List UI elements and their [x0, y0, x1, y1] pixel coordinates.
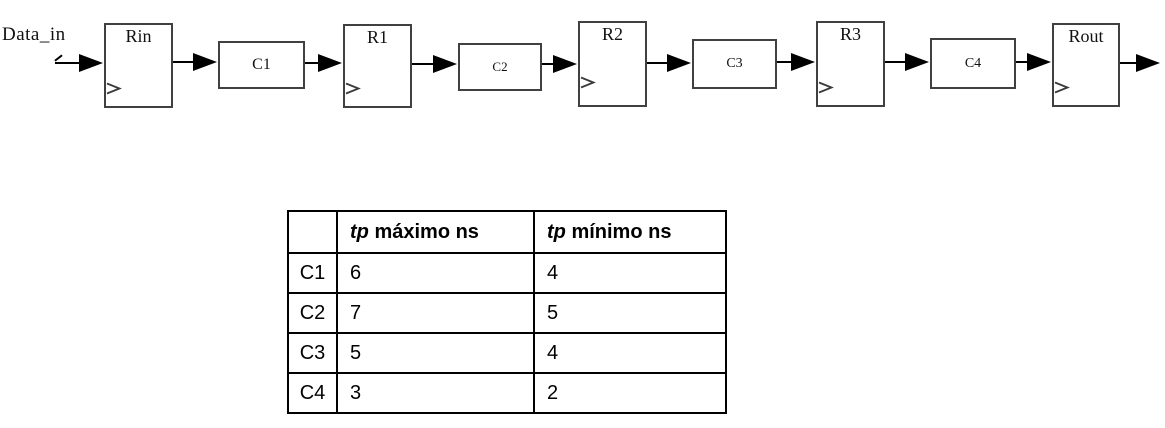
arrow-shaft [1120, 62, 1140, 64]
arrowhead-icon [905, 53, 929, 71]
arrow-c2-to-r2 [542, 54, 577, 74]
arrow-rout-output [1120, 53, 1160, 73]
arrow-shaft [1016, 61, 1031, 63]
tp-symbol: tp [547, 220, 566, 243]
tp-max-value: 7 [336, 292, 535, 334]
arrow-r2-to-c3 [647, 53, 691, 73]
arrow-r3-to-c4 [885, 52, 929, 72]
clock-input-icon [345, 82, 361, 95]
arrow-c4-to-rout [1016, 52, 1051, 72]
comb-block-c4: C4 [930, 38, 1016, 89]
comb-block-c3-label: C3 [726, 56, 743, 71]
comb-block-c2: C2 [458, 43, 542, 91]
register-r1-label: R1 [366, 27, 388, 47]
arrow-shaft [412, 63, 437, 65]
arrowhead-icon [791, 53, 815, 71]
tp-min-value: 4 [533, 252, 727, 294]
clock-input-icon [1054, 81, 1070, 94]
register-r1: R1 [343, 24, 412, 108]
header-tp-min-text: mínimo ns [565, 220, 672, 243]
tp-symbol: tp [350, 220, 369, 243]
arrow-rin-to-c1 [173, 52, 217, 72]
comb-block-c1: C1 [218, 41, 305, 89]
arrow-c3-to-r3 [777, 52, 815, 72]
arrow-shaft [173, 61, 197, 63]
arrowhead-icon [1136, 54, 1160, 72]
header-tp-max-text: máximo ns [368, 220, 479, 243]
arrowhead-icon [318, 54, 342, 72]
register-r3: R3 [816, 21, 885, 107]
tp-min-value: 5 [533, 292, 727, 334]
register-rin-label: Rin [125, 26, 152, 46]
register-rout-label: Rout [1068, 26, 1104, 46]
clock-input-icon [818, 81, 834, 94]
header-corner-cell [287, 210, 338, 254]
register-r2-label: R2 [601, 24, 623, 44]
arrowhead-icon [667, 54, 691, 72]
comb-block-c3: C3 [692, 39, 777, 89]
arrow-shaft [647, 62, 671, 64]
arrow-shaft [777, 61, 795, 63]
arrow-datain-to-rin [54, 53, 103, 73]
arrowhead-icon [553, 55, 577, 73]
comb-block-c2-label: C2 [492, 59, 508, 74]
clock-input-icon [580, 76, 596, 89]
tp-max-value: 5 [336, 332, 535, 374]
comb-block-c1-label: C1 [252, 56, 271, 73]
arrow-shaft [55, 62, 83, 64]
tp-max-value: 6 [336, 252, 535, 294]
arrowhead-icon [433, 55, 457, 73]
propagation-delay-table: tp máximo ns tp mínimo ns C1 6 4 C2 7 5 … [287, 210, 727, 414]
row-block-label: C3 [287, 332, 338, 374]
table-row: C3 5 4 [287, 332, 727, 374]
table-row: C4 3 2 [287, 372, 727, 414]
arrowhead-icon [193, 53, 217, 71]
register-r3-label: R3 [839, 24, 861, 44]
table-row: C1 6 4 [287, 252, 727, 294]
table-row: C2 7 5 [287, 292, 727, 334]
tp-max-value: 3 [336, 372, 535, 414]
header-tp-max: tp máximo ns [336, 210, 535, 254]
comb-block-c4-label: C4 [964, 55, 982, 71]
register-rout: Rout [1052, 23, 1120, 107]
arrowhead-icon [79, 54, 103, 72]
register-rin: Rin [104, 23, 173, 108]
pipeline-diagram: Data_in Rin C1 R1 [0, 0, 1165, 160]
row-block-label: C4 [287, 372, 338, 414]
clock-input-icon [106, 82, 122, 95]
row-block-label: C1 [287, 252, 338, 294]
table-header-row: tp máximo ns tp mínimo ns [287, 210, 727, 254]
header-tp-min: tp mínimo ns [533, 210, 727, 254]
tp-min-value: 4 [533, 332, 727, 374]
register-r2: R2 [578, 21, 647, 107]
input-signal-label: Data_in [2, 24, 66, 45]
arrow-r1-to-c2 [412, 54, 457, 74]
arrow-shaft [542, 63, 557, 65]
arrowhead-icon [1027, 53, 1051, 71]
arrow-c1-to-r1 [305, 53, 342, 73]
tp-min-value: 2 [533, 372, 727, 414]
arrow-shaft [885, 61, 909, 63]
arrow-tail-tick [54, 54, 63, 62]
arrow-shaft [305, 62, 322, 64]
row-block-label: C2 [287, 292, 338, 334]
